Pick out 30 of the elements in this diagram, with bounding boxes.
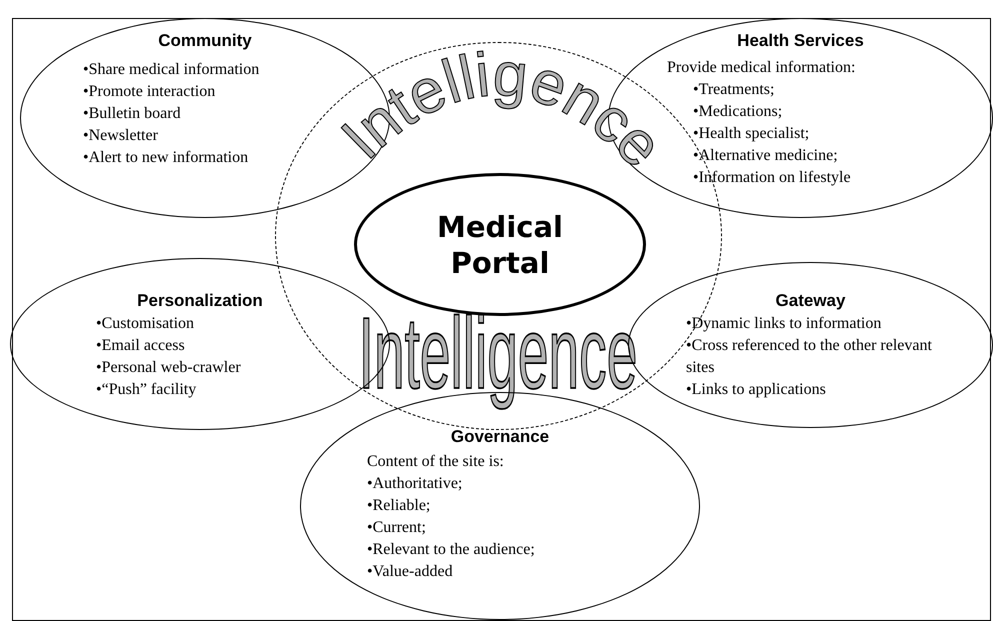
bullet-item: •Cross referenced to the other relevant sites — [686, 336, 933, 378]
bullet-item: •Reliable; — [367, 496, 432, 516]
intro-text: Content of the site is: — [367, 452, 505, 472]
bullet-item: •Bulletin board — [83, 104, 182, 124]
bullet-item: •Promote interaction — [83, 82, 216, 102]
bullet-item: •Links to applications — [686, 380, 827, 400]
bullet-item: •Email access — [96, 336, 186, 356]
bullet-item: •Alert to new information — [83, 148, 250, 168]
bullet-item: •Share medical information — [83, 60, 260, 80]
bullet-item: •Personal web-crawler — [96, 358, 241, 378]
bullet-item: •Newsletter — [83, 126, 159, 146]
bullet-item: •Customisation — [96, 314, 196, 334]
ellipse-heading: Personalization — [137, 291, 263, 311]
bullet-item: •Medications; — [693, 102, 784, 122]
center-title: Medical Portal — [436, 208, 564, 280]
bullet-item: •Information on lifestyle — [693, 168, 852, 188]
bullet-item: •Health specialist; — [693, 124, 810, 144]
bullet-item: •Current; — [367, 518, 427, 538]
intro-text: Provide medical information: — [667, 58, 856, 78]
ellipse-heading: Gateway — [776, 291, 846, 311]
bullet-item: •Treatments; — [693, 80, 776, 100]
bullet-item: •Alternative medicine; — [693, 146, 839, 166]
ellipse-heading: Governance — [450, 427, 550, 447]
ellipse-heading: Health Services — [737, 31, 864, 51]
bullet-item: •Authoritative; — [367, 474, 464, 494]
ellipse-heading: Community — [158, 31, 252, 51]
bullet-item: •Relevant to the audience; — [367, 540, 535, 560]
bullet-item: •“Push” facility — [96, 380, 198, 400]
bullet-item: •Dynamic links to information — [686, 314, 882, 334]
bullet-item: •Value-added — [367, 562, 454, 582]
